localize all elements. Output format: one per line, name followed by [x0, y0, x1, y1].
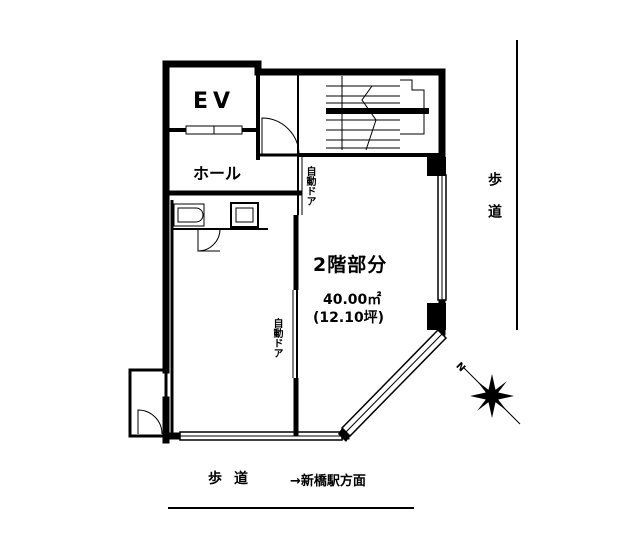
column-corner	[338, 428, 350, 442]
floor-title: 2階部分	[313, 254, 388, 276]
area-tsubo: (12.10坪)	[313, 310, 385, 326]
elevator-label: EV	[193, 89, 236, 114]
column-lower	[427, 303, 446, 330]
toilet-area	[170, 200, 268, 436]
auto-door-lower	[292, 290, 298, 378]
side-entrance	[128, 368, 168, 438]
hall-label: ホール	[193, 164, 242, 183]
hall-door-swing	[261, 117, 300, 156]
auto-door-upper-label: 自動ドア	[304, 166, 315, 206]
area-m2: 40.00㎡	[323, 292, 382, 308]
window-right	[437, 174, 447, 301]
auto-door-upper	[297, 155, 303, 215]
direction-label: →新橋駅方面	[290, 474, 366, 489]
window-bottom	[179, 431, 343, 441]
stair	[297, 72, 442, 157]
column-upper	[427, 157, 446, 176]
auto-door-lower-label: 自動ドア	[271, 318, 282, 358]
sidewalk-bottom-label: 歩道	[208, 471, 260, 487]
window-diagonal	[340, 328, 448, 438]
compass-rose	[463, 367, 521, 425]
sidewalk-right-label: 歩道	[486, 172, 502, 236]
